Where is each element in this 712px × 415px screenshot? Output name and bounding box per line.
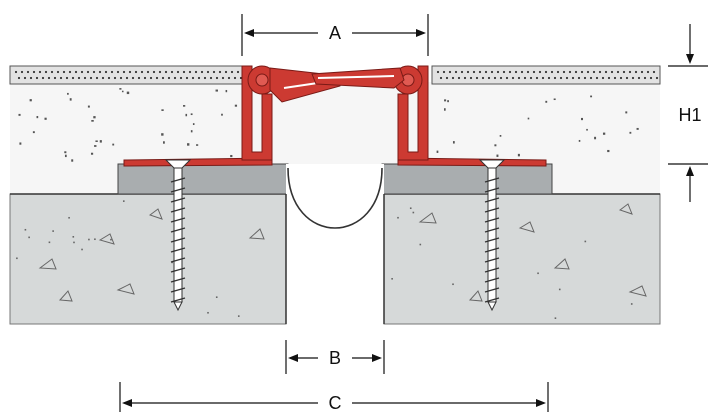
- profile-cover-plate-right: [311, 67, 405, 89]
- screed-speckle-pattern: [18, 88, 639, 162]
- tile-left: [9, 65, 243, 85]
- dimension-h1-label: H1: [678, 105, 701, 125]
- concrete-base-right: [383, 193, 661, 325]
- tile-right: [431, 65, 661, 85]
- anchor-screw-left: [164, 159, 192, 312]
- dimension-a-label: A: [329, 23, 341, 43]
- dimension-b-label: B: [329, 348, 341, 368]
- profile-flange-left: [123, 157, 273, 167]
- profile-flange-right: [397, 157, 547, 167]
- profile-hinge-left: [247, 65, 277, 95]
- mortar-bed-right: [381, 163, 553, 195]
- tile-dot-pattern: [14, 70, 659, 80]
- backer-rod-loop: [287, 167, 383, 229]
- mortar-bed-left: [117, 163, 289, 195]
- dimension-c-label: C: [329, 393, 342, 413]
- dimension-b: [285, 340, 385, 374]
- anchor-screw-right: [478, 159, 506, 312]
- dimension-a: [241, 14, 429, 56]
- dimension-h1: [668, 24, 708, 202]
- dimension-c: [119, 382, 549, 412]
